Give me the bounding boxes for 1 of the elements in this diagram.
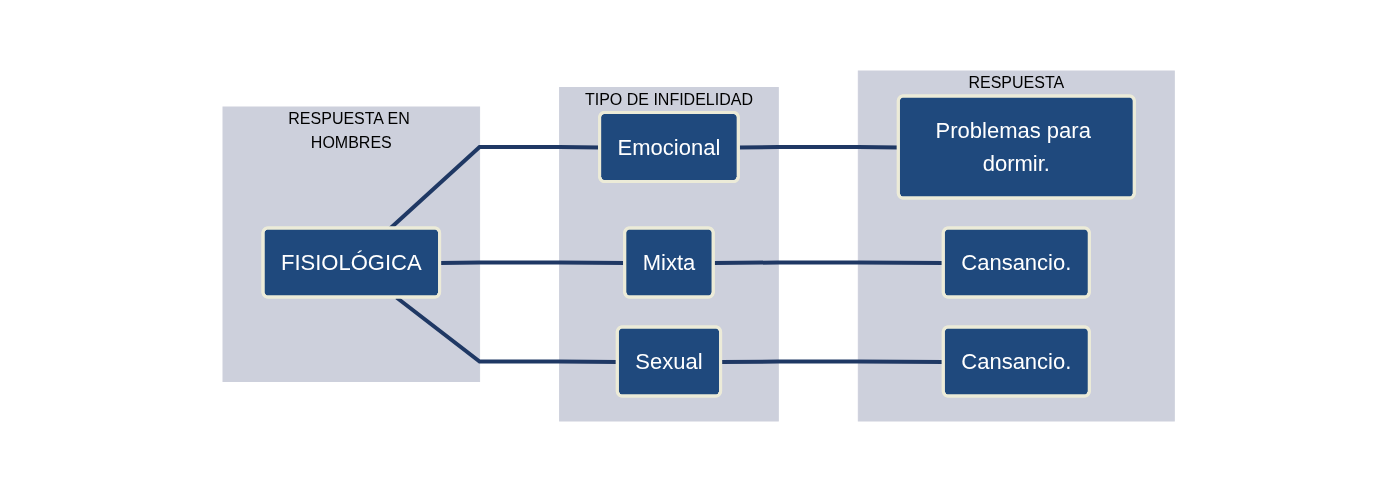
connector (440, 260, 626, 265)
